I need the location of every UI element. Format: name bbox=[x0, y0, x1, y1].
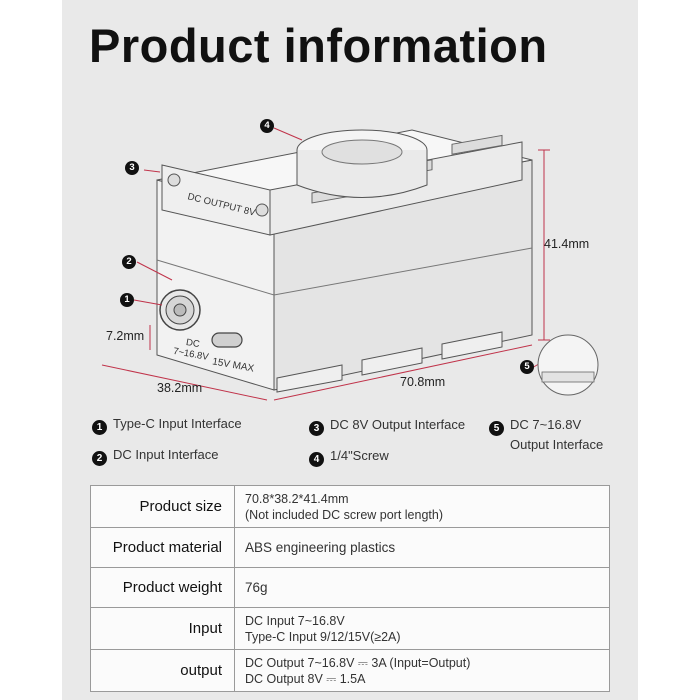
badge-pointer bbox=[133, 299, 163, 306]
type-c-port bbox=[211, 332, 243, 348]
spec-value-line: ABS engineering plastics bbox=[245, 540, 396, 555]
spec-key: Product size bbox=[90, 485, 235, 528]
legend-text: 1/4"Screw bbox=[330, 448, 389, 463]
output-interface-inset bbox=[537, 334, 599, 396]
spec-row: output DC Output 7~16.8V ⎓ 3A (Input=Out… bbox=[90, 649, 610, 692]
badge-4: 4 bbox=[260, 119, 274, 133]
legend-text: Type-C Input Interface bbox=[113, 416, 242, 431]
page-title: Product information bbox=[89, 19, 548, 72]
legend-item-4: 4 1/4"Screw bbox=[309, 447, 389, 467]
badge-2: 2 bbox=[122, 255, 136, 269]
product-illustration bbox=[101, 127, 599, 401]
spec-value: ABS engineering plastics bbox=[234, 527, 610, 568]
spec-value-line: DC Output 8V ⎓ 1.5A bbox=[245, 671, 366, 686]
spec-value-line: DC Input 7~16.8V bbox=[245, 613, 345, 628]
legend-text: DC Input Interface bbox=[113, 447, 219, 462]
badge-5: 5 bbox=[520, 360, 534, 374]
spec-value-line: DC Output 7~16.8V ⎓ 3A (Input=Output) bbox=[245, 655, 471, 670]
dc-input-port-inner bbox=[173, 303, 187, 317]
width-dimension-label: 38.2mm bbox=[157, 381, 203, 395]
legend-number: 2 bbox=[92, 451, 107, 466]
height-dimension-label: 41.4mm bbox=[544, 237, 590, 251]
legend-number: 3 bbox=[309, 421, 324, 436]
length-dimension-line bbox=[273, 344, 533, 401]
spec-key: Product material bbox=[90, 527, 235, 568]
spec-value-line: 76g bbox=[245, 580, 268, 595]
legend-item-2: 2 DC Input Interface bbox=[92, 446, 219, 466]
spec-value-line: (Not included DC screw port length) bbox=[245, 507, 443, 522]
screw-mount-side bbox=[296, 150, 428, 198]
spec-table: Product size 70.8*38.2*41.4mm (Not inclu… bbox=[90, 485, 610, 692]
spec-key: Input bbox=[90, 607, 235, 650]
length-dimension-label: 70.8mm bbox=[400, 375, 446, 389]
output-interface-inset-detail bbox=[541, 371, 595, 383]
badge-pointer bbox=[273, 127, 303, 141]
spec-value: 76g bbox=[234, 567, 610, 608]
spec-value: DC Input 7~16.8V Type-C Input 9/12/15V(≥… bbox=[234, 607, 610, 650]
badge-3: 3 bbox=[125, 161, 139, 175]
legend-number: 5 bbox=[489, 421, 504, 436]
spec-row: Product size 70.8*38.2*41.4mm (Not inclu… bbox=[90, 485, 610, 528]
port-dimension-label: 7.2mm bbox=[106, 329, 145, 343]
corner-screw bbox=[167, 173, 181, 187]
spec-key: output bbox=[90, 649, 235, 692]
badge-pointer bbox=[143, 169, 161, 173]
rail-slot bbox=[451, 134, 503, 155]
width-dimension-line bbox=[101, 364, 268, 401]
spec-row: Product material ABS engineering plastic… bbox=[90, 527, 610, 568]
spec-value-line: 70.8*38.2*41.4mm bbox=[245, 491, 349, 506]
legend-number: 1 bbox=[92, 420, 107, 435]
corner-screw bbox=[255, 203, 269, 217]
foot-rail bbox=[276, 364, 343, 393]
spec-row: Input DC Input 7~16.8V Type-C Input 9/12… bbox=[90, 607, 610, 650]
legend-item-5: 5 DC 7~16.8V Output Interface bbox=[489, 416, 603, 453]
badge-1: 1 bbox=[120, 293, 134, 307]
spec-value: 70.8*38.2*41.4mm (Not included DC screw … bbox=[234, 485, 610, 528]
body-seam bbox=[156, 247, 533, 296]
legend-number: 4 bbox=[309, 452, 324, 467]
legend-item-3: 3 DC 8V Output Interface bbox=[309, 416, 465, 436]
foot-rail bbox=[441, 331, 503, 360]
foot-rail bbox=[361, 347, 423, 376]
spec-value-line: Type-C Input 9/12/15V(≥2A) bbox=[245, 629, 401, 644]
legend-item-1: 1 Type-C Input Interface bbox=[92, 415, 242, 435]
badge-pointer bbox=[136, 261, 173, 281]
legend-text: Output Interface bbox=[510, 437, 604, 452]
product-info-page: Product information bbox=[62, 0, 638, 700]
spec-row: Product weight 76g bbox=[90, 567, 610, 608]
screw-mount-inner bbox=[321, 139, 403, 165]
spec-key: Product weight bbox=[90, 567, 235, 608]
legend-text: DC 7~16.8V bbox=[510, 417, 582, 432]
legend-text: DC 8V Output Interface bbox=[330, 417, 466, 432]
spec-value: DC Output 7~16.8V ⎓ 3A (Input=Output) DC… bbox=[234, 649, 610, 692]
